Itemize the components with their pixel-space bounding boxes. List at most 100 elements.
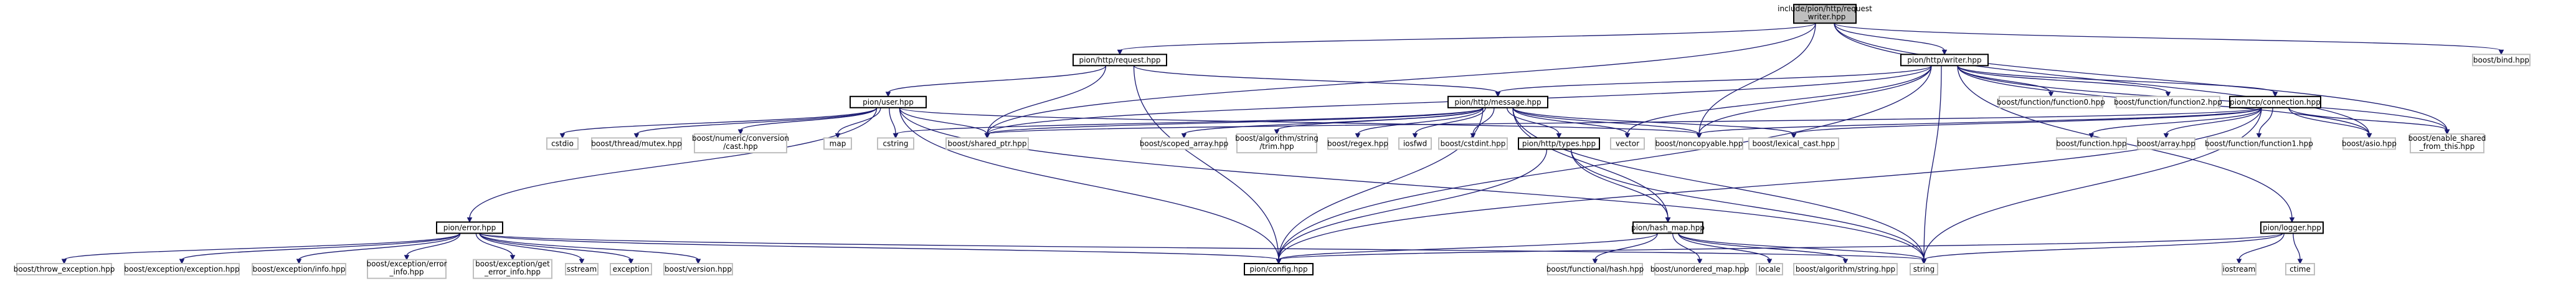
node-root[interactable]: include/pion/http/request_writer.hpp bbox=[1778, 4, 1872, 24]
edge-logger-to-ctime bbox=[2293, 233, 2303, 265]
node-vector: vector bbox=[1610, 137, 1645, 150]
edge-connection-to-noncopyable bbox=[1696, 107, 2262, 139]
node-box bbox=[16, 263, 112, 275]
node-barray: boost/array.hpp bbox=[2137, 137, 2195, 150]
node-types[interactable]: pion/http/types.hpp bbox=[1518, 137, 1600, 150]
node-box bbox=[1327, 137, 1388, 150]
node-throw-exc: boost/throw_exception.hpp bbox=[14, 263, 115, 275]
node-label: exception bbox=[613, 265, 650, 274]
node-logger[interactable]: pion/logger.hpp bbox=[2260, 221, 2324, 234]
node-box bbox=[610, 263, 652, 275]
node-box bbox=[2222, 263, 2256, 275]
node-box bbox=[2342, 137, 2396, 150]
node-box bbox=[367, 259, 447, 279]
edge-writer-to-config bbox=[1276, 65, 1932, 265]
node-algo-string: boost/algorithm/string.hpp bbox=[1793, 263, 1898, 275]
edge-root-to-enable_shared bbox=[1834, 23, 2450, 135]
node-box bbox=[124, 263, 240, 275]
node-writer[interactable]: pion/http/writer.hpp bbox=[1900, 54, 1989, 67]
edge-writer-to-string bbox=[1921, 65, 1942, 265]
node-label: /cast.hpp bbox=[723, 142, 758, 151]
node-label: pion/tcp/connection.hpp bbox=[2230, 98, 2321, 107]
arrowhead bbox=[737, 129, 744, 135]
node-cstring: cstring bbox=[877, 137, 914, 150]
edge-user-to-mutex bbox=[633, 107, 878, 139]
node-user[interactable]: pion/user.hpp bbox=[850, 95, 927, 108]
node-exc-info: boost/exception/info.hpp bbox=[252, 263, 346, 275]
edge-connection-to-bfunction bbox=[2088, 107, 2262, 139]
node-label: boost/function.hpp bbox=[2057, 139, 2127, 148]
edge-hash_map-to-unordered_map bbox=[1672, 233, 1703, 265]
node-label: vector bbox=[1616, 139, 1639, 148]
node-box bbox=[850, 95, 927, 108]
node-hash-map[interactable]: pion/hash_map.hpp bbox=[1631, 221, 1705, 234]
node-message[interactable]: pion/http/message.hpp bbox=[1447, 95, 1548, 108]
node-function0: boost/function/function0.hpp bbox=[1997, 95, 2105, 108]
arrowhead bbox=[1495, 92, 1501, 97]
arrowhead bbox=[1697, 259, 1703, 265]
node-box bbox=[663, 263, 733, 275]
edge-hash_map-to-config bbox=[1276, 232, 1658, 265]
arrowhead bbox=[1274, 129, 1280, 135]
node-box bbox=[1632, 221, 1703, 234]
node-box bbox=[1547, 263, 1643, 275]
node-function2: boost/function/function2.hpp bbox=[2114, 95, 2222, 108]
edge-error-to-exc_exc bbox=[179, 232, 460, 265]
node-numconv: boost/numeric/conversion/cast.hpp bbox=[692, 133, 789, 154]
arrowhead bbox=[633, 133, 640, 139]
node-box bbox=[252, 263, 346, 275]
edge-connection-to-asio bbox=[2288, 107, 2372, 139]
arrowhead bbox=[559, 133, 566, 139]
node-box bbox=[1748, 137, 1839, 150]
node-connection[interactable]: pion/tcp/connection.hpp bbox=[2229, 95, 2321, 108]
node-noncopyable: boost/noncopyable.hpp bbox=[1655, 137, 1743, 150]
arrowhead bbox=[2236, 259, 2242, 265]
node-cstdint: boost/cstdint.hpp bbox=[1438, 137, 1508, 150]
edge-user-to-string bbox=[899, 107, 1927, 265]
node-label: boost/shared_ptr.hpp bbox=[948, 139, 1027, 148]
node-label: pion/http/writer.hpp bbox=[1907, 55, 1981, 64]
arrowhead bbox=[2444, 129, 2450, 135]
node-mutex: boost/thread/mutex.hpp bbox=[591, 137, 682, 150]
node-error[interactable]: pion/error.hpp bbox=[436, 221, 503, 234]
edge-message-to-shared_ptr bbox=[984, 107, 1484, 139]
edge-message-to-config bbox=[1276, 107, 1484, 265]
arrowhead bbox=[885, 92, 891, 97]
edge-root-to-request bbox=[1117, 22, 1816, 55]
arrowhead bbox=[179, 259, 185, 265]
node-box bbox=[1073, 54, 1167, 67]
node-label: boost/regex.hpp bbox=[1327, 139, 1388, 148]
node-label: pion/user.hpp bbox=[863, 98, 914, 107]
node-box bbox=[2285, 263, 2315, 275]
node-shared-ptr: boost/shared_ptr.hpp bbox=[945, 137, 1029, 150]
edge-writer-to-connection bbox=[1957, 65, 2278, 97]
node-label: _error_info.hpp bbox=[484, 268, 541, 277]
node-box bbox=[2207, 137, 2311, 150]
node-label: pion/logger.hpp bbox=[2263, 223, 2321, 232]
arrowhead bbox=[628, 259, 634, 265]
node-exc-error-info: boost/exception/error_info.hpp bbox=[366, 259, 447, 279]
edge-connection-to-string bbox=[1921, 107, 2262, 265]
node-label: ctime bbox=[2290, 265, 2311, 274]
edge-writer-to-vector bbox=[1624, 65, 1932, 139]
node-box bbox=[2137, 137, 2195, 150]
node-config[interactable]: pion/config.hpp bbox=[1244, 263, 1314, 275]
node-label: boost/numeric/conversion bbox=[692, 134, 789, 143]
edge-request-to-message bbox=[1133, 65, 1501, 97]
node-box bbox=[2116, 95, 2220, 108]
edge-hash_map-to-locale bbox=[1678, 233, 1773, 265]
arrowhead bbox=[2256, 133, 2262, 139]
node-box bbox=[1999, 95, 2103, 108]
edge-connection-to-shared_ptr bbox=[984, 107, 2262, 139]
node-box bbox=[1447, 95, 1548, 108]
node-box bbox=[2260, 221, 2324, 234]
node-cstdio: cstdio bbox=[546, 137, 579, 150]
node-request[interactable]: pion/http/request.hpp bbox=[1073, 54, 1167, 67]
node-ctime: ctime bbox=[2285, 263, 2315, 275]
arrowhead bbox=[1941, 49, 1948, 55]
arrowhead bbox=[1556, 133, 1562, 139]
node-box bbox=[1141, 137, 1227, 150]
node-box bbox=[1655, 137, 1743, 150]
node-exc-exc: boost/exception/exception.hpp bbox=[124, 263, 240, 275]
node-box bbox=[591, 137, 682, 150]
